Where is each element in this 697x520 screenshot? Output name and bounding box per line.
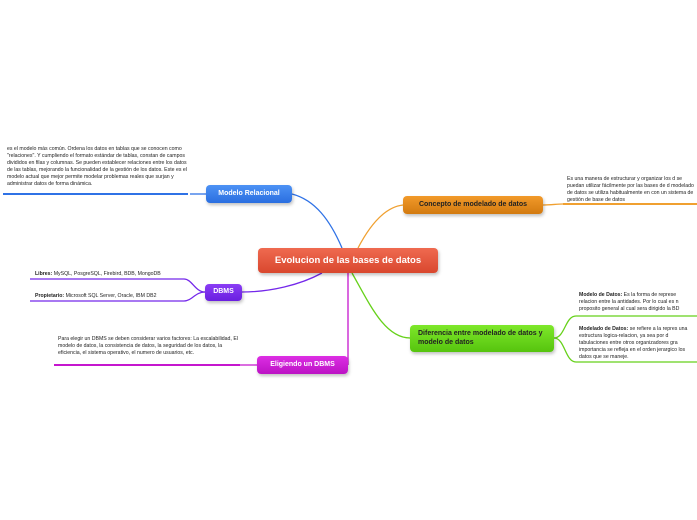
dbms-libres: Libres: MySQL, PosgreSQL, Firebird, BDB,… [35,271,185,278]
root-topic[interactable]: Evolucion de las bases de datos [258,248,438,273]
diferencia-modelo-label: Modelo de Datos: [579,292,623,298]
topic-modelo-relacional-label: Modelo Relacional [218,189,280,197]
eligiendo-note: Para elegir un DBMS se deben considerar … [58,336,238,356]
topic-diferencia-modelado-label: Diferencia entre modelado de datos y mod… [418,329,543,346]
diferencia-modelo-datos: Modelo de Datos: Es la forma de represe … [579,292,695,314]
link-dbms [241,272,323,293]
link-concepto [357,204,404,249]
link-dif-modelado [553,337,577,363]
link-relacional [291,193,343,249]
link-dbms-prop [183,291,206,302]
dbms-prop-text: Microsoft SQL Server, Oracle, IBM DB2 [64,293,157,299]
diferencia-modelado-label: Modelado de Datos: [579,326,629,332]
diferencia-modelado-text: se refiere a la repres una estructura lo… [579,326,688,360]
topic-dbms-label: DBMS [213,288,234,296]
diferencia-modelo-text: Es la forma de represe relacion entre la… [579,292,680,312]
dbms-libres-text: MySQL, PosgreSQL, Firebird, BDB, MongoDB [52,271,161,277]
topic-eligiendo-dbms-label: Eligiendo un DBMS [270,360,335,368]
dbms-prop-label: Propietario: [35,293,65,299]
concepto-note: Es una manera de estructurar y organizar… [567,176,694,203]
topic-diferencia-modelado[interactable]: Diferencia entre modelado de datos y mod… [410,325,554,352]
dbms-libres-label: Libres: [35,271,53,277]
link-dif-modelo [553,315,577,339]
topic-concepto-modelado-label: Concepto de modelado de datos [418,200,528,208]
diferencia-modelado-datos: Modelado de Datos: se refiere a la repre… [579,326,695,361]
dbms-propietario: Propietario: Microsoft SQL Server, Oracl… [35,293,185,300]
topic-eligiendo-dbms[interactable]: Eligiendo un DBMS [257,356,348,374]
relacional-note: es el modelo más común. Ordena los datos… [7,146,187,187]
topic-modelo-relacional[interactable]: Modelo Relacional [206,185,292,203]
topic-dbms[interactable]: DBMS [205,284,242,301]
link-diferencia [351,272,411,339]
root-topic-label: Evolucion de las bases de datos [274,254,422,266]
link-concepto-note [542,203,564,206]
link-dbms-libres [183,278,206,293]
topic-concepto-modelado[interactable]: Concepto de modelado de datos [403,196,543,214]
